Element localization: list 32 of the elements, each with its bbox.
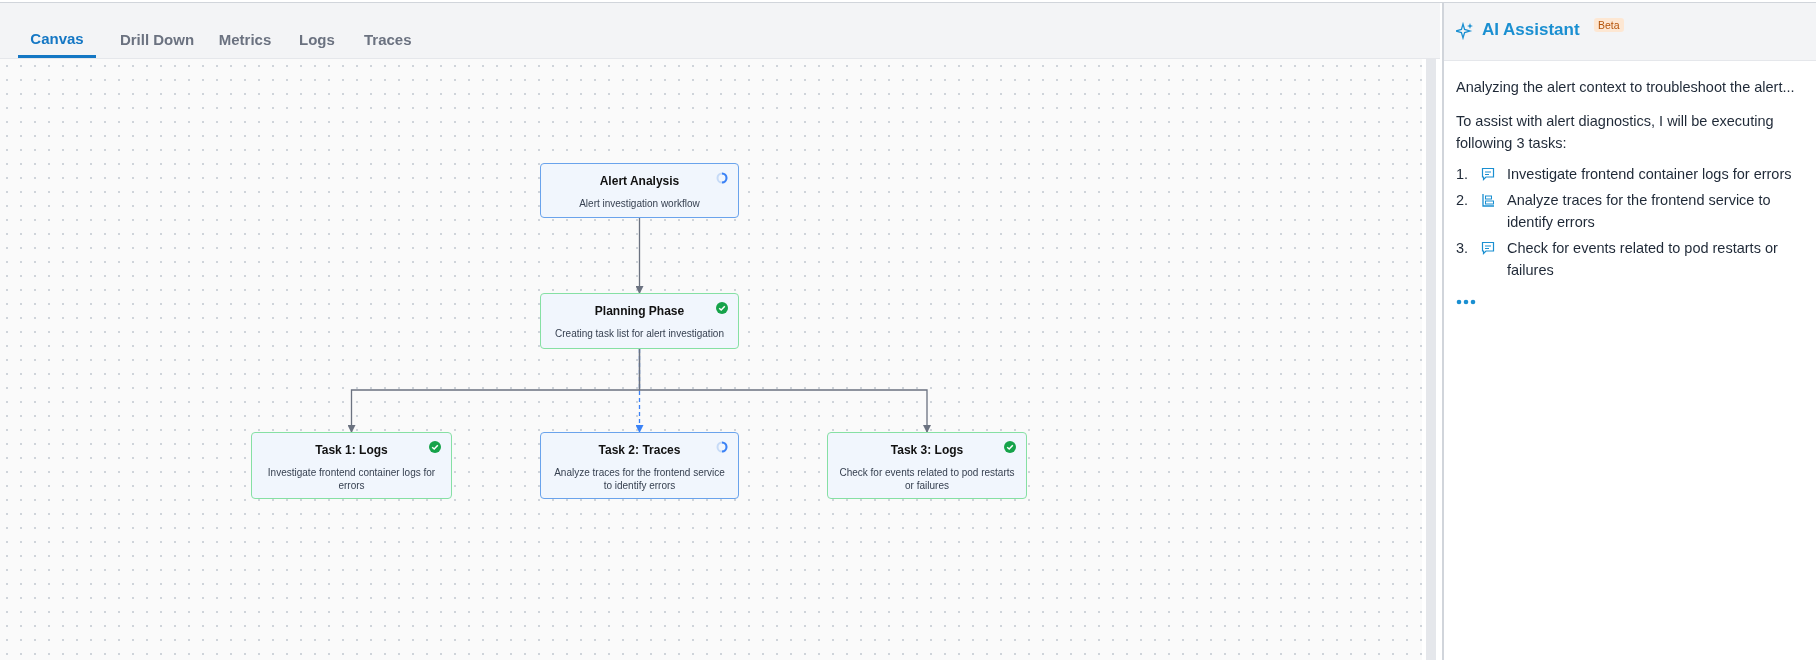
process-box: [540, 163, 739, 218]
node-description: Analyze traces for the frontend service to identify errors: [553, 466, 726, 492]
arrow: [635, 217, 644, 294]
paragraph: To assist with alert diagnostics, I will be executing following 3 tasks:: [1456, 112, 1775, 153]
list-number: 2.: [1456, 191, 1469, 210]
list-item-text: Investigate frontend container logs for errors: [1507, 165, 1793, 184]
panel-title: AI Assistant: [1482, 20, 1580, 40]
beta-badge: Beta: [1594, 18, 1624, 32]
status-text: Analyzing the alert context to troubleshoot the alert...: [1456, 78, 1796, 97]
node-title: Task 1: Logs: [314, 443, 389, 457]
tab: Metrics: [214, 22, 276, 58]
node-title: Task 2: Traces: [597, 443, 682, 457]
tab: Logs: [297, 22, 333, 58]
list-item-text: Check for events related to pod restarts or failures: [1507, 239, 1779, 280]
list-number: 1.: [1456, 165, 1469, 184]
node-title: Task 3: Logs: [889, 443, 965, 457]
node-description: Investigate frontend container logs for errors: [266, 466, 437, 492]
tab: Canvas: [18, 22, 96, 58]
process-box: [540, 432, 739, 499]
node-title: Alert Analysis: [598, 174, 681, 188]
node-description: Creating task list for alert investigation: [554, 327, 725, 340]
process-box: [540, 293, 739, 349]
process-box: [827, 432, 1027, 499]
node-description: Check for events related to pod restarts or failures: [838, 466, 1016, 492]
tab: Drill Down: [112, 22, 202, 58]
node-description: Alert investigation workflow: [578, 197, 701, 210]
list-item-text: Analyze traces for the frontend service to identify errors: [1507, 191, 1772, 232]
process-box: [251, 432, 452, 499]
tab: Traces: [362, 22, 412, 58]
arrow: [638, 348, 931, 433]
list-number: 3.: [1456, 239, 1469, 258]
node-title: Planning Phase: [593, 304, 686, 318]
